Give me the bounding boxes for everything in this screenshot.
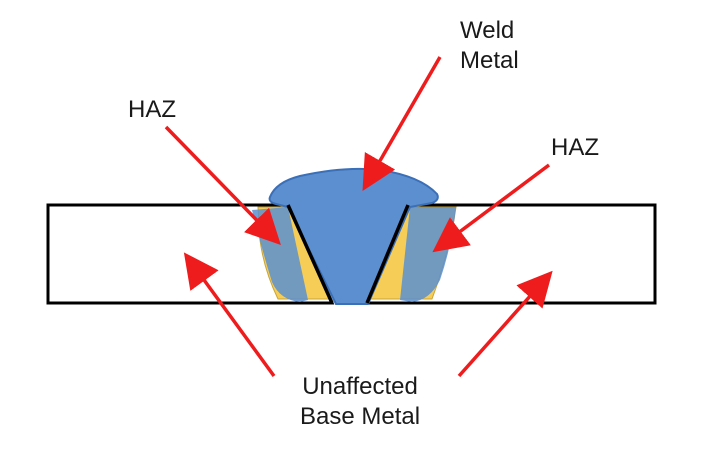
haz-left-label: HAZ	[128, 95, 176, 125]
base-metal-right-arrow	[457, 270, 553, 378]
weld-metal-label-line-1: Weld	[460, 17, 515, 44]
haz-left-arrow	[164, 125, 281, 246]
weld-metal-bead	[268, 167, 439, 305]
right-groove-edge	[365, 204, 410, 304]
weld-metal-label-line-2: Metal	[460, 47, 519, 74]
haz-right-label-text: HAZ	[551, 134, 599, 161]
weld-metal-arrow	[362, 56, 442, 192]
haz-left-label-text: HAZ	[128, 96, 176, 123]
base-metal-label: Unaffected Base Metal	[300, 372, 420, 432]
haz-right-label: HAZ	[551, 133, 599, 163]
base-metal-label-line-2: Base Metal	[300, 403, 421, 430]
base-metal-label-line-1: Unaffected	[302, 373, 418, 400]
haz-right-arrow	[432, 163, 551, 253]
weld-metal-label: Weld Metal	[460, 16, 519, 76]
base-metal-left-arrow	[183, 252, 276, 378]
left-groove-edge	[286, 204, 334, 304]
